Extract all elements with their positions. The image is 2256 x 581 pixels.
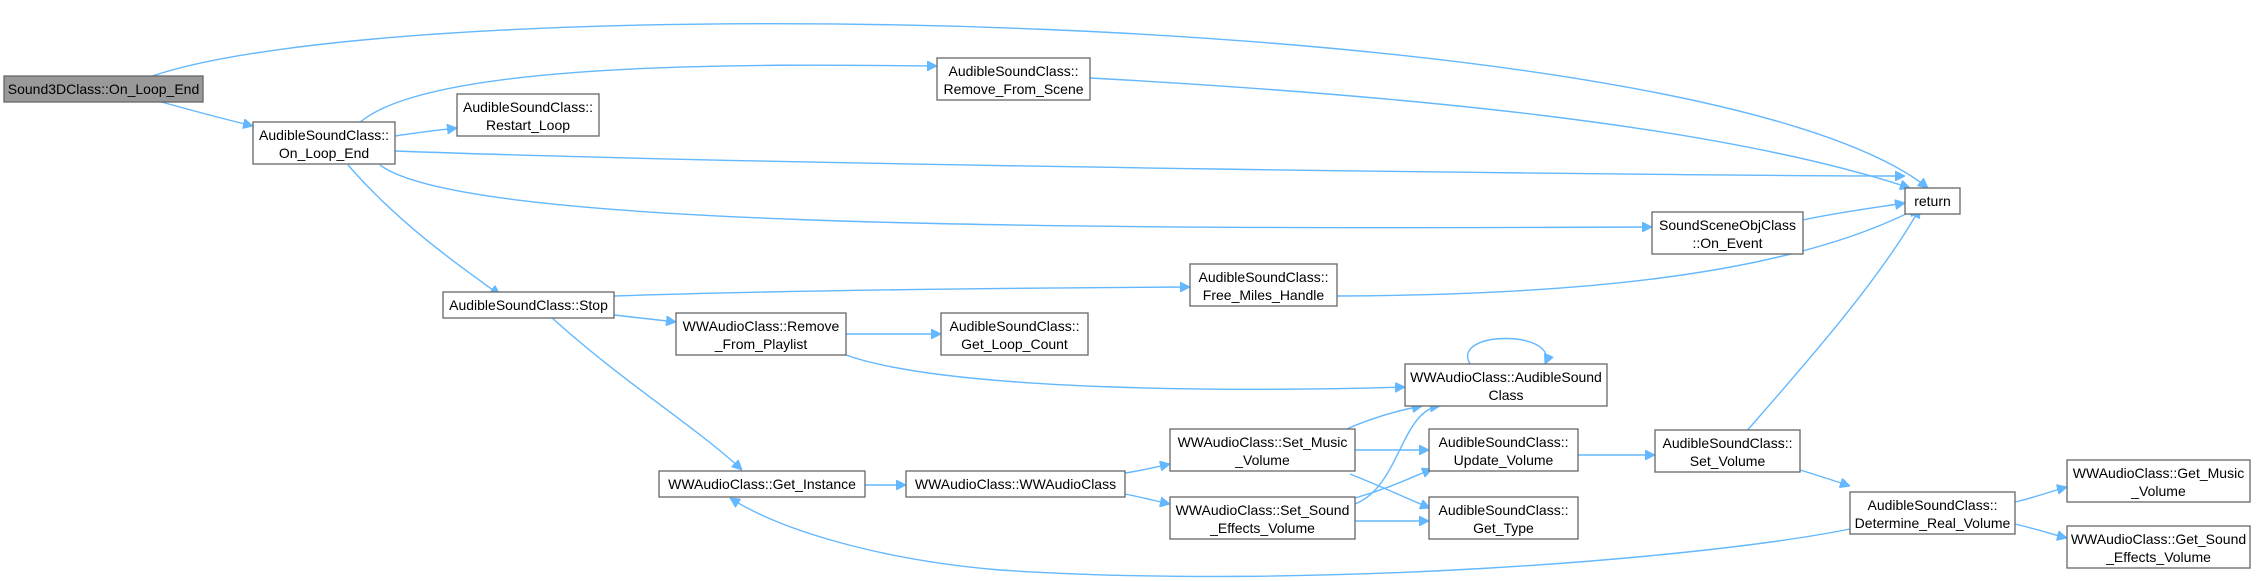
- node-label: AudibleSoundClass::: [463, 99, 593, 115]
- node-asc-get-loop-count[interactable]: AudibleSoundClass:: Get_Loop_Count: [940, 312, 1089, 356]
- node-label: Remove_From_Scene: [943, 81, 1083, 97]
- edge-asc-on-loop-end-to-remove-from-scene: [355, 65, 937, 127]
- node-label: Free_Miles_Handle: [1203, 287, 1325, 303]
- node-asc-determine-volume[interactable]: AudibleSoundClass:: Determine_Real_Volum…: [1849, 491, 2016, 535]
- node-ssoc-on-event[interactable]: SoundSceneObjClass ::On_Event: [1651, 211, 1804, 255]
- node-label: AudibleSoundClass::: [1663, 435, 1793, 451]
- nodes: Sound3DClass::On_Loop_End AudibleSoundCl…: [3, 57, 2251, 569]
- node-wwa-set-music[interactable]: WWAudioClass::Set_Music _Volume: [1169, 428, 1356, 472]
- edge-ctor-to-set-sfx: [1124, 493, 1170, 504]
- node-label: _Volume: [1234, 452, 1290, 468]
- edge-on-event-to-return: [1802, 203, 1905, 221]
- node-asc-remove-from-scene[interactable]: AudibleSoundClass:: Remove_From_Scene: [936, 57, 1091, 101]
- node-label: WWAudioClass::WWAudioClass: [915, 476, 1116, 492]
- edge-asc-on-loop-end-to-return: [394, 150, 1905, 176]
- node-label: _Effects_Volume: [2105, 549, 2211, 565]
- node-root[interactable]: Sound3DClass::On_Loop_End: [3, 75, 204, 103]
- edge-set-volume-to-determine-volume: [1799, 469, 1850, 486]
- edge-asc-on-loop-end-to-stop: [347, 164, 500, 295]
- edge-set-sfx-to-audible-sound: [1351, 406, 1440, 506]
- node-label: AudibleSoundClass::: [259, 127, 389, 143]
- edge-set-sfx-to-update-volume: [1354, 469, 1432, 499]
- edge-stop-to-remove-playlist: [613, 314, 676, 322]
- node-return[interactable]: return: [1904, 187, 1961, 215]
- node-label: WWAudioClass::AudibleSound: [1410, 369, 1602, 385]
- edge-determine-volume-to-get-sfx: [2014, 523, 2067, 538]
- edge-root-to-asc-on-loop-end: [157, 100, 253, 126]
- node-label: AudibleSoundClass::: [949, 63, 1079, 79]
- node-label: AudibleSoundClass::: [1199, 269, 1329, 285]
- node-asc-restart-loop[interactable]: AudibleSoundClass:: Restart_Loop: [456, 93, 600, 137]
- node-asc-set-volume[interactable]: AudibleSoundClass:: Set_Volume: [1654, 429, 1801, 473]
- node-label: Get_Type: [1473, 520, 1534, 536]
- node-asc-get-type[interactable]: AudibleSoundClass:: Get_Type: [1428, 496, 1579, 540]
- node-label: Sound3DClass::On_Loop_End: [8, 81, 199, 97]
- node-wwa-get-music[interactable]: WWAudioClass::Get_Music _Volume: [2066, 459, 2251, 503]
- node-wwa-audible-sound[interactable]: WWAudioClass::AudibleSound Class: [1404, 363, 1608, 407]
- edge-asc-on-loop-end-to-restart-loop: [394, 128, 457, 137]
- node-wwa-ctor[interactable]: WWAudioClass::WWAudioClass: [905, 470, 1126, 498]
- node-wwa-get-sfx[interactable]: WWAudioClass::Get_Sound _Effects_Volume: [2066, 525, 2251, 569]
- node-label: Class: [1488, 387, 1523, 403]
- node-label: On_Loop_End: [279, 145, 369, 161]
- node-label: WWAudioClass::Set_Music: [1178, 434, 1348, 450]
- node-label: _Volume: [2130, 483, 2186, 499]
- node-label: _Effects_Volume: [1209, 520, 1315, 536]
- edge-audible-sound-self: [1466, 337, 1547, 365]
- edge-stop-to-free-miles: [613, 287, 1190, 297]
- node-label: AudibleSoundClass::: [1868, 497, 1998, 513]
- edge-free-miles-to-return: [1336, 207, 1918, 297]
- edge-remove-playlist-to-audible-sound: [845, 354, 1405, 389]
- edge-determine-volume-to-get-music: [2014, 487, 2067, 503]
- edge-remove-from-scene-to-return: [1089, 77, 1910, 188]
- node-asc-stop[interactable]: AudibleSoundClass::Stop: [442, 291, 615, 319]
- edge-stop-to-get-instance: [549, 315, 742, 470]
- edge-ctor-to-set-music: [1124, 464, 1170, 474]
- node-wwa-get-instance[interactable]: WWAudioClass::Get_Instance: [658, 470, 866, 498]
- node-label: return: [1914, 193, 1951, 209]
- edge-set-music-to-get-type: [1349, 473, 1430, 508]
- node-wwa-set-sfx[interactable]: WWAudioClass::Set_Sound _Effects_Volume: [1169, 496, 1356, 540]
- node-asc-free-miles[interactable]: AudibleSoundClass:: Free_Miles_Handle: [1189, 263, 1338, 307]
- node-label: SoundSceneObjClass: [1659, 217, 1796, 233]
- node-label: WWAudioClass::Set_Sound: [1176, 502, 1350, 518]
- node-label: Get_Loop_Count: [961, 336, 1068, 352]
- node-label: Set_Volume: [1690, 453, 1766, 469]
- node-label: AudibleSoundClass::Stop: [449, 297, 608, 313]
- edge-set-volume-to-return: [1744, 208, 1921, 434]
- node-label: WWAudioClass::Get_Music: [2073, 465, 2244, 481]
- node-asc-update-volume[interactable]: AudibleSoundClass:: Update_Volume: [1428, 428, 1579, 472]
- node-label: Determine_Real_Volume: [1855, 515, 2011, 531]
- node-label: WWAudioClass::Remove: [683, 318, 840, 334]
- edges: [146, 22, 2067, 578]
- node-wwa-remove-playlist[interactable]: WWAudioClass::Remove _From_Playlist: [675, 312, 847, 356]
- node-label: AudibleSoundClass::: [1439, 502, 1569, 518]
- node-asc-on-loop-end[interactable]: AudibleSoundClass:: On_Loop_End: [252, 121, 396, 165]
- node-label: WWAudioClass::Get_Instance: [668, 476, 856, 492]
- node-label: WWAudioClass::Get_Sound: [2071, 531, 2246, 547]
- node-label: AudibleSoundClass::: [1439, 434, 1569, 450]
- node-label: _From_Playlist: [714, 336, 808, 352]
- node-label: Restart_Loop: [486, 117, 570, 133]
- node-label: ::On_Event: [1692, 235, 1762, 251]
- edge-root-to-return: [146, 22, 1928, 188]
- edge-determine-volume-to-get-instance: [730, 498, 1856, 578]
- node-label: Update_Volume: [1454, 452, 1554, 468]
- edge-asc-on-loop-end-to-on-event: [379, 164, 1652, 228]
- node-label: AudibleSoundClass::: [950, 318, 1080, 334]
- edge-set-music-to-audible-sound: [1339, 406, 1422, 433]
